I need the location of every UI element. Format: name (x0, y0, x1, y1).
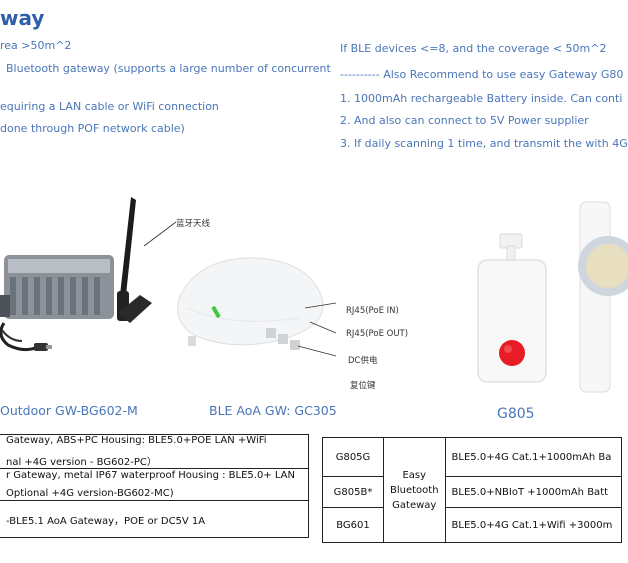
table-row: G805G Easy Bluetooth Gateway BLE5.0+4G C… (322, 437, 623, 543)
left-bullet-2: Bluetooth gateway (supports a large numb… (6, 62, 331, 75)
model-cell: G805B* (322, 476, 384, 508)
left-bullet-4: done through POF network cable) (0, 122, 185, 135)
g805-red-button (499, 340, 525, 366)
model-cell: G805G (322, 437, 384, 477)
right-bullet-2: ---------- Also Recommend to use easy Ga… (340, 68, 624, 81)
aoa-caption: BLE AoA GW: GC305 (209, 403, 337, 418)
spec-cell: BLE5.0+4G Cat.1+Wifi +3000m (444, 507, 623, 543)
g805-caption: G805 (497, 406, 535, 422)
aoa-gateway-image (177, 257, 337, 357)
table-row: r Gateway, metal IP67 waterproof Housing… (0, 468, 309, 501)
outdoor-gateway-image (0, 197, 152, 352)
left-spec-table: Gateway, ABS+PC Housing: BLE5.0+POE LAN … (0, 434, 309, 538)
right-spec-table: G805G Easy Bluetooth Gateway BLE5.0+4G C… (322, 437, 623, 543)
table-row: BG601 BLE5.0+4G Cat.1+Wifi +3000m (322, 507, 623, 543)
table-cell: -BLE5.1 AoA Gateway，POE or DC5V 1A (0, 500, 309, 538)
right-bullet-3: 1. 1000mAh rechargeable Battery inside. … (340, 92, 623, 105)
partial-device-image (578, 201, 628, 393)
spec-cell: BLE5.0+4G Cat.1+1000mAh Ba (444, 437, 623, 477)
group-label-cell: Easy Bluetooth Gateway (383, 437, 446, 543)
antenna-label: 蓝牙天线 (176, 219, 211, 229)
spec-cell: BLE5.0+NBIoT +1000mAh Batt (444, 476, 623, 508)
right-bullet-1: If BLE devices <=8, and the coverage < 5… (340, 42, 607, 55)
table-row: G805B* BLE5.0+NBIoT +1000mAh Batt (322, 476, 623, 508)
reset-label: 复位键 (350, 381, 376, 391)
table-row: -BLE5.1 AoA Gateway，POE or DC5V 1A (0, 500, 309, 538)
page-title: way (0, 6, 45, 30)
rj45-in-label: RJ45(PoE IN) (346, 306, 399, 316)
dc-label: DC供电 (348, 356, 378, 366)
table-row: Gateway, ABS+PC Housing: BLE5.0+POE LAN … (0, 434, 309, 469)
table-cell: r Gateway, metal IP67 waterproof Housing… (0, 468, 309, 501)
left-bullet-3: equiring a LAN cable or WiFi connection (0, 100, 219, 113)
table-cell: Gateway, ABS+PC Housing: BLE5.0+POE LAN … (0, 434, 309, 469)
antenna-leader-line (143, 221, 177, 247)
right-bullet-5: 3. If daily scanning 1 time, and transmi… (340, 137, 628, 150)
outdoor-caption: Outdoor GW-BG602-M (0, 403, 138, 418)
rj45-out-label: RJ45(PoE OUT) (346, 329, 409, 339)
left-bullet-1: rea >50m^2 (0, 39, 72, 52)
g805-device-image (477, 233, 547, 383)
model-cell: BG601 (322, 507, 384, 543)
right-bullet-4: 2. And also can connect to 5V Power supp… (340, 114, 589, 127)
